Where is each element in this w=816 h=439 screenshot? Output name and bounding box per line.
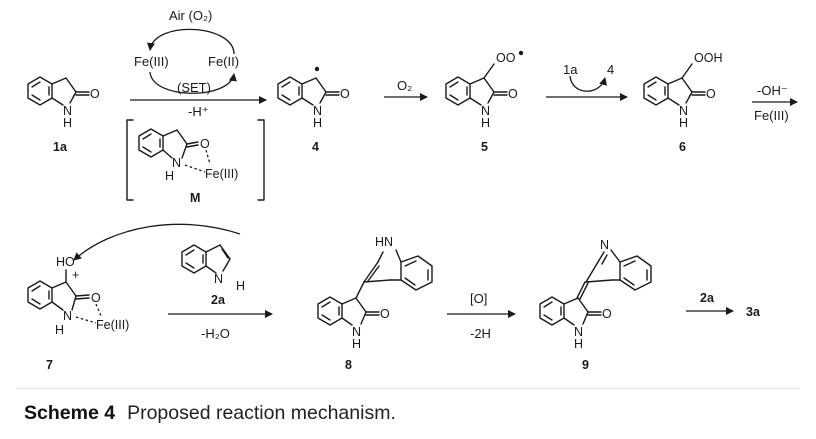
minus-oh-label: -OH⁻	[757, 83, 788, 98]
nh-label: N	[313, 104, 322, 118]
minus-h-label: -H⁺	[188, 104, 209, 119]
minus-h2o-label: -H₂O	[201, 326, 230, 341]
fe-label: Fe(III)	[205, 167, 238, 181]
h-label: H	[63, 116, 72, 130]
compound-6-structure: OOH O N H	[643, 51, 722, 130]
hydroperoxide-label: OOH	[694, 51, 722, 65]
scheme-caption: Scheme 4 Proposed reaction mechanism.	[24, 402, 396, 425]
compound-5-structure: OO O N H	[445, 50, 524, 130]
h-label: H	[481, 116, 490, 130]
h-label: H	[574, 337, 583, 351]
n-label: N	[63, 309, 72, 323]
n-label: N	[214, 272, 223, 286]
byproduct-4-label: 4	[607, 62, 614, 77]
h-label: H	[236, 279, 245, 293]
compound-4-structure: O N H	[277, 66, 350, 130]
oxygen-label: O	[602, 307, 612, 321]
fe2-label: Fe(II)	[208, 54, 239, 69]
compound-label-5: 5	[481, 140, 488, 154]
compound-label-m: M	[190, 191, 200, 205]
minus-2h-label: -2H	[470, 326, 491, 341]
hn-label: HN	[375, 235, 393, 249]
reagent-2a-label: 2a	[211, 293, 226, 307]
air-label: Air (O₂)	[169, 8, 212, 23]
nh-label: N	[352, 325, 361, 339]
oxygen-label: O	[91, 291, 101, 305]
nh-label: N	[574, 325, 583, 339]
oxygen-label: O	[508, 87, 518, 101]
compound-7-structure: HO + O N H Fe(III)	[27, 255, 129, 337]
reagent-2a-label-2: 2a	[700, 291, 715, 305]
oxidation-label: [O]	[470, 291, 487, 306]
cation-plus: +	[72, 268, 79, 282]
caption-text: Proposed reaction mechanism.	[127, 402, 396, 424]
compound-label-1a: 1a	[53, 140, 68, 154]
oxygen-label: O	[90, 87, 100, 101]
o2-label: O₂	[397, 78, 412, 93]
set-label: (SET)	[177, 80, 211, 95]
product-3a-label: 3a	[746, 305, 761, 319]
intermediate-m-structure: O N H Fe(III)	[126, 119, 265, 201]
h-label: H	[313, 116, 322, 130]
compound-label-6: 6	[679, 140, 686, 154]
oxygen-label: O	[380, 307, 390, 321]
curved-arrow-1a-to-4	[569, 75, 607, 92]
oxygen-label: O	[706, 87, 716, 101]
cycle-arrow-bottom	[149, 71, 237, 94]
oxygen-label: O	[200, 137, 210, 151]
nh-label: N	[63, 104, 72, 118]
h-label: H	[352, 337, 361, 351]
fe3-label: Fe(III)	[134, 54, 169, 69]
reagent-1a-label: 1a	[563, 62, 578, 77]
h-label: H	[55, 323, 64, 337]
n-label: N	[600, 238, 609, 252]
caption-divider	[16, 388, 800, 389]
fe-label: Fe(III)	[96, 318, 129, 332]
compound-9-structure: O N H N	[539, 238, 652, 351]
fe3-label-2: Fe(III)	[754, 108, 789, 123]
nh-label: N	[481, 104, 490, 118]
compound-label-8: 8	[345, 358, 352, 372]
h-label: H	[165, 169, 174, 183]
nucleophilic-attack-arrow	[73, 223, 241, 261]
indole-2a-structure: N H	[181, 244, 245, 293]
n-label: N	[172, 156, 181, 170]
cycle-arrow-top	[146, 28, 235, 55]
h-label: H	[679, 116, 688, 130]
compound-label-4: 4	[312, 140, 319, 154]
compound-1a-structure: O N H	[27, 76, 100, 130]
compound-label-9: 9	[582, 358, 589, 372]
caption-number: Scheme 4	[24, 402, 116, 424]
compound-label-7: 7	[46, 358, 53, 372]
oxygen-label: O	[340, 87, 350, 101]
nh-label: N	[679, 104, 688, 118]
peroxyl-label: OO	[496, 51, 516, 65]
compound-8-structure: O N H HN	[317, 235, 433, 351]
hydroxyl-label: HO	[56, 255, 75, 269]
